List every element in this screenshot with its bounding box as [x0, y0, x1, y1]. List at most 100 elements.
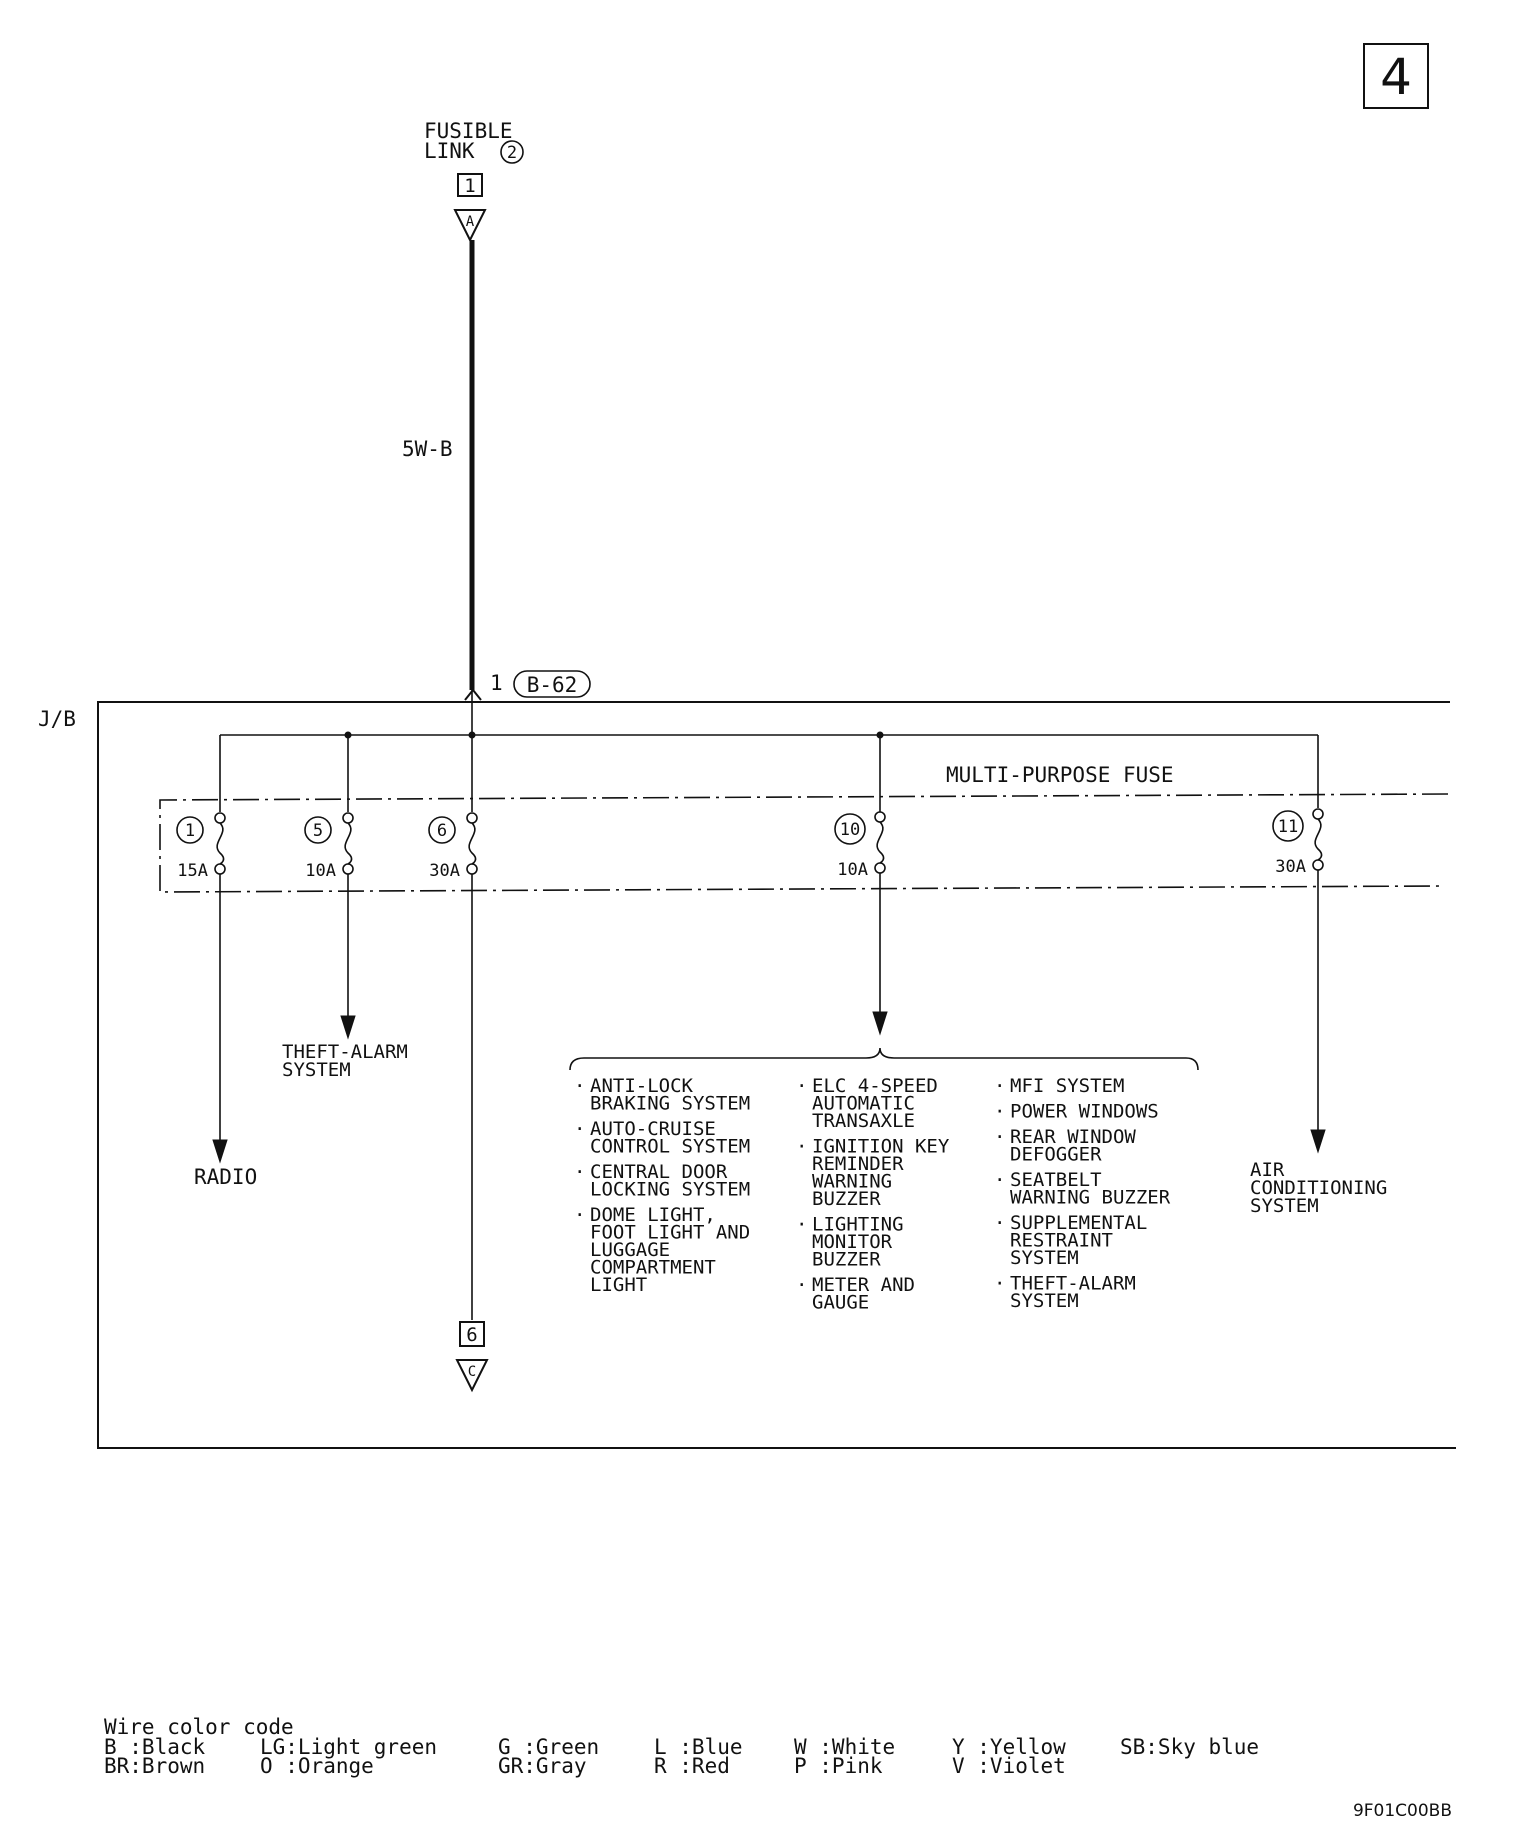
systems-list-item-line: SYSTEM: [1010, 1290, 1079, 1312]
fuse-10-terminal-top: [874, 811, 886, 823]
fuse-1-number: 1: [185, 821, 195, 841]
systems-list-item-line: REMINDER: [812, 1153, 904, 1175]
systems-list-item-line: REAR WINDOW: [1010, 1126, 1136, 1148]
wire-color-entry: R :Red: [654, 1754, 730, 1778]
junction-connector-mark: [464, 688, 482, 701]
fusible-link-subtitle: LINK: [424, 139, 475, 163]
continuation-connector-letter: C: [468, 1364, 476, 1380]
systems-list-item-line: FOOT LIGHT AND: [590, 1222, 750, 1244]
systems-list-item-line: LOCKING SYSTEM: [590, 1179, 750, 1201]
systems-list-item-line: LUGGAGE: [590, 1239, 670, 1261]
wire-color-entry: Y :Yellow: [952, 1735, 1066, 1759]
systems-list-item-line: LIGHT: [590, 1274, 647, 1296]
wire-color-entry: B :Black: [104, 1735, 206, 1759]
systems-list-item-line: AUTO-CRUISE: [590, 1118, 716, 1140]
fuse-5-element: [344, 822, 353, 865]
theft-alarm-label-line1: THEFT-ALARM: [282, 1041, 408, 1063]
radio-label: RADIO: [194, 1165, 257, 1189]
systems-list-item-line: SYSTEM: [1010, 1247, 1079, 1269]
fuse-10-terminal-bottom: [874, 862, 886, 874]
fuse-1-rating: 15A: [177, 861, 208, 881]
systems-list-bullet: ·: [796, 1214, 807, 1236]
fuse-5-rating: 10A: [305, 861, 336, 881]
systems-list-item-line: COMPARTMENT: [590, 1257, 716, 1279]
source-connector-box: [457, 173, 483, 197]
systems-list-item-line: METER AND: [812, 1274, 915, 1296]
source-connector-triangle: [453, 209, 487, 243]
systems-list-item-line: IGNITION KEY: [812, 1136, 950, 1158]
systems-list-item-line: LIGHTING: [812, 1214, 904, 1236]
systems-list-item-line: ELC 4-SPEED: [812, 1075, 938, 1097]
systems-list-bullet: ·: [994, 1273, 1005, 1295]
systems-list-item-line: BRAKING SYSTEM: [590, 1093, 750, 1115]
fuse-6-terminal-bottom: [466, 863, 478, 875]
fuse-11-terminal-top: [1312, 808, 1324, 820]
page-number: 4: [1380, 48, 1412, 106]
systems-list-item-line: TRANSAXLE: [812, 1110, 915, 1132]
systems-list-item-line: ANTI-LOCK: [590, 1075, 694, 1097]
systems-list-bullet: ·: [994, 1075, 1005, 1097]
wire-color-entry: LG:Light green: [260, 1735, 437, 1759]
fuse-6-rating: 30A: [429, 861, 460, 881]
fuse-6-number-circle: [428, 816, 456, 844]
theft-alarm-label-line2: SYSTEM: [282, 1059, 351, 1081]
systems-list-item-line: RESTRAINT: [1010, 1230, 1113, 1252]
systems-list-item-line: THEFT-ALARM: [1010, 1273, 1136, 1295]
fuse-block-outline: [159, 793, 1449, 893]
systems-list-item-line: DEFOGGER: [1010, 1144, 1102, 1166]
systems-list-bullet: ·: [994, 1169, 1005, 1191]
air-conditioning-label-line2: CONDITIONING: [1250, 1177, 1387, 1199]
systems-list-item-line: BUZZER: [812, 1188, 881, 1210]
systems-list-item-line: MFI SYSTEM: [1010, 1075, 1124, 1097]
fuse-6-element: [468, 822, 477, 865]
bus-junction-dot-5: [344, 731, 352, 739]
junction-connector-pin: 1: [490, 671, 503, 695]
fuse-6-terminal-top: [466, 812, 478, 824]
fuse-11-element: [1314, 818, 1323, 861]
fuse-10-number-circle: [834, 813, 866, 845]
systems-list-item-line: WARNING BUZZER: [1010, 1187, 1171, 1209]
continuation-connector-number: 6: [466, 1324, 477, 1346]
wire-color-entry: P :Pink: [794, 1754, 883, 1778]
systems-list-bullet: ·: [796, 1075, 807, 1097]
source-connector-letter: A: [466, 214, 475, 230]
wire-color-entry: V :Violet: [952, 1754, 1066, 1778]
systems-list-item-line: WARNING: [812, 1171, 892, 1193]
wire-color-entry: BR:Brown: [104, 1754, 205, 1778]
junction-connector-badge: [513, 670, 591, 698]
fuse-6-number: 6: [437, 821, 447, 841]
systems-brace: [569, 1047, 1199, 1071]
systems-list-item-line: MONITOR: [812, 1231, 893, 1253]
systems-list-bullet: ·: [994, 1212, 1005, 1234]
systems-list-item-line: SEATBELT: [1010, 1169, 1102, 1191]
radio-arrow: [212, 1139, 228, 1164]
fusible-link-number: 2: [507, 143, 517, 163]
systems-list-item-line: SUPPLEMENTAL: [1010, 1212, 1147, 1234]
systems-list-bullet: ·: [574, 1118, 585, 1140]
air-conditioning-label-line3: SYSTEM: [1250, 1195, 1319, 1217]
air-conditioning-label-line1: AIR: [1250, 1159, 1285, 1181]
systems-list-bullet: ·: [574, 1075, 585, 1097]
fuse-11-rating: 30A: [1275, 857, 1306, 877]
systems-list-item-line: BUZZER: [812, 1249, 881, 1271]
fuse-5-number: 5: [313, 821, 323, 841]
bus-junction-dot-10: [876, 731, 884, 739]
wire-color-entry: G :Green: [498, 1735, 599, 1759]
fuse-11-number: 11: [1278, 817, 1298, 837]
wire-color-entry: O :Orange: [260, 1754, 374, 1778]
systems-list-item-line: CENTRAL DOOR: [590, 1161, 728, 1183]
fuse-5-terminal-top: [342, 812, 354, 824]
fusible-link-number-circle: [500, 140, 524, 164]
wire-color-entry: SB:Sky blue: [1120, 1735, 1259, 1759]
systems-list-bullet: ·: [574, 1204, 585, 1226]
systems-list-item-line: POWER WINDOWS: [1010, 1101, 1159, 1123]
systems-list-item-line: AUTOMATIC: [812, 1093, 915, 1115]
fuse-block-label: MULTI-PURPOSE FUSE: [946, 763, 1174, 787]
fuse-10-rating: 10A: [837, 860, 868, 880]
fuse-6: 6 30A: [428, 812, 478, 881]
wire-color-entry: L :Blue: [654, 1735, 743, 1759]
wire-color-entry: GR:Gray: [498, 1754, 587, 1778]
junction-connector-id: B-62: [527, 673, 578, 697]
systems-list-bullet: ·: [796, 1274, 807, 1296]
